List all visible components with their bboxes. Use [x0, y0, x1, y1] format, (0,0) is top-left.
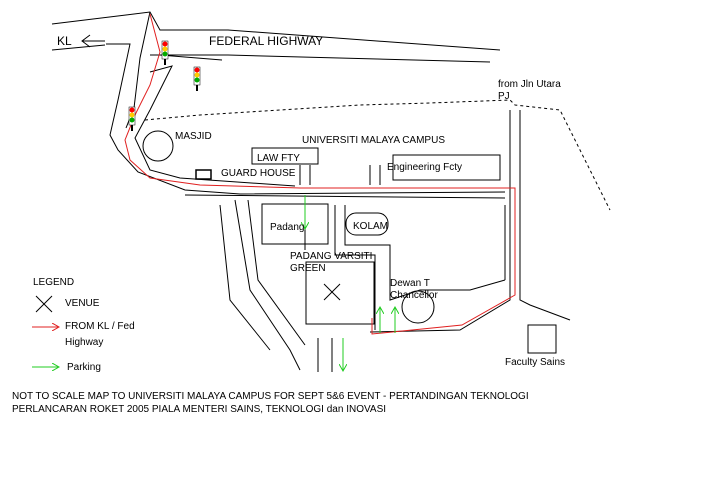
- traffic-light: [193, 66, 201, 91]
- label-campus: UNIVERSITI MALAYA CAMPUS: [302, 135, 445, 146]
- legend-title: LEGEND: [33, 277, 75, 288]
- traffic-light: [128, 106, 136, 131]
- padang-field: [261, 203, 329, 245]
- label-kl: KL: [57, 34, 72, 48]
- dewan-chancellor: [401, 290, 435, 324]
- label-law-faculty: LAW FTY: [257, 153, 300, 164]
- engineering-building: [392, 154, 501, 181]
- campus-main-road: [184, 165, 506, 199]
- label-padang: Padang: [270, 222, 305, 233]
- label-from-jln-utara-pj: PJ: [498, 91, 510, 102]
- federal-highway-road: [51, 11, 501, 63]
- map-note: NOT TO SCALE MAP TO UNIVERSITI MALAYA CA…: [12, 390, 529, 416]
- label-from-jln-utara: from Jln Utara: [498, 79, 561, 90]
- map-note-line2: PERLANCARAN ROKET 2005 PIALA MENTERI SAI…: [12, 404, 387, 415]
- left-access-road: [106, 11, 506, 195]
- label-dewan: Dewan T: [390, 278, 430, 289]
- legend-route-label: FROM KL / Fed: [65, 321, 135, 332]
- kolam-pool: [345, 212, 389, 236]
- label-masjid: MASJID: [175, 131, 212, 142]
- label-dewan-chancellor: Chancellor: [390, 290, 438, 301]
- guard-house-box: [195, 169, 212, 180]
- kl-arrow: [81, 34, 105, 48]
- jln-utara-road: [369, 110, 571, 333]
- route-from-kl: [124, 13, 516, 335]
- legend-parking-label: Parking: [67, 362, 101, 373]
- label-padang-varsiti: PADANG VARSITI: [290, 251, 373, 262]
- campus-boundary: [144, 99, 611, 211]
- label-kolam: KOLAM: [353, 221, 389, 232]
- faculty-sains-building: [527, 324, 557, 354]
- label-faculty-sains: Faculty Sains: [505, 357, 566, 368]
- legend-venue-label: VENUE: [65, 298, 100, 309]
- label-padang-varsiti-green: GREEN: [290, 263, 326, 274]
- map-note-line1: NOT TO SCALE MAP TO UNIVERSITI MALAYA CA…: [12, 391, 529, 402]
- traffic-light: [161, 40, 169, 65]
- venue-marker: [323, 283, 341, 301]
- label-guard-house: GUARD HOUSE: [221, 168, 296, 179]
- parking-arrows: [305, 195, 395, 370]
- legend-venue-symbol: [35, 295, 53, 313]
- padang-varsiti-green: [305, 261, 375, 325]
- masjid-roundabout: [142, 130, 174, 162]
- label-federal-highway: FEDERAL HIGHWAY: [209, 34, 324, 48]
- legend-route-label-highway: Highway: [65, 337, 104, 348]
- label-engineering: Engineering Fcty: [387, 162, 463, 173]
- law-faculty-building: [251, 147, 319, 165]
